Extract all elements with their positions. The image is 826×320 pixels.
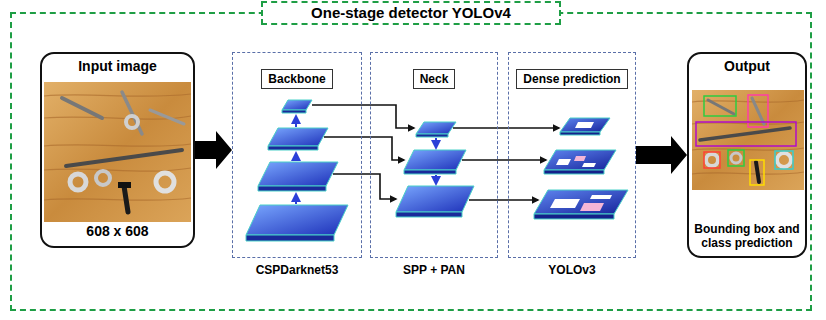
body-text: CSPDarknet53 xyxy=(256,263,339,278)
heading-text: One-stage detector YOLOv4 xyxy=(261,1,561,25)
body-text: 608 x 608 xyxy=(86,223,148,240)
feature-map-side xyxy=(282,110,306,113)
prediction-cells xyxy=(550,122,612,211)
prediction-cell xyxy=(590,195,612,199)
feature-map xyxy=(404,150,466,170)
route-arrow xyxy=(312,105,414,128)
detection-box xyxy=(728,150,744,166)
stage-panel: BackboneCSPDarknet53 xyxy=(232,52,362,258)
prediction-map xyxy=(544,150,616,170)
flow-arrow xyxy=(295,116,297,127)
feature-map-side xyxy=(416,134,448,137)
block-arrow xyxy=(636,136,687,174)
detection-box xyxy=(696,122,796,146)
prediction-layers xyxy=(534,118,628,219)
washer xyxy=(706,154,718,166)
feature-map-side xyxy=(246,235,334,241)
neck-layers xyxy=(396,122,474,217)
washer xyxy=(126,116,138,128)
feature-map xyxy=(268,128,328,146)
bolt xyxy=(124,186,128,212)
bolt xyxy=(756,162,759,182)
block-arrow xyxy=(195,131,232,169)
prediction-cell xyxy=(580,203,604,211)
route-arrow xyxy=(453,127,559,129)
detection-box xyxy=(704,152,720,168)
feature-map-side xyxy=(258,186,326,191)
heading-text: Neck xyxy=(413,69,456,89)
feature-map xyxy=(282,100,312,110)
route-arrow xyxy=(469,199,538,201)
feature-routing xyxy=(312,105,559,200)
route-arrow xyxy=(462,159,546,161)
body-text: Bounding box and class prediction xyxy=(693,222,801,250)
detection-box xyxy=(704,96,736,116)
prediction-map xyxy=(560,118,610,132)
washer xyxy=(70,174,86,190)
bolt-head xyxy=(118,182,131,188)
heading-text: Backbone xyxy=(261,69,332,89)
stage-panel: Dense predictionYOLOv3 xyxy=(508,52,636,258)
prediction-cell xyxy=(582,163,596,167)
feature-map xyxy=(246,205,348,235)
route-arrow xyxy=(333,174,396,199)
washer xyxy=(96,171,110,185)
feature-map-side xyxy=(268,146,318,150)
feature-map-side xyxy=(396,212,462,217)
screw xyxy=(700,128,790,140)
screw xyxy=(752,98,764,124)
screw xyxy=(122,92,142,134)
screw xyxy=(708,100,734,114)
prediction-map-side xyxy=(534,214,614,219)
flow-arrow xyxy=(435,138,437,148)
washer xyxy=(156,173,174,191)
backbone-layers xyxy=(246,100,348,241)
screw xyxy=(150,110,184,124)
input-photo xyxy=(44,82,191,222)
flow-arrow xyxy=(295,153,297,161)
body-text: YOLOv3 xyxy=(548,263,595,278)
heading-text: Output xyxy=(724,58,770,75)
prediction-map-side xyxy=(560,132,600,135)
route-arrow xyxy=(324,137,404,160)
feature-map-side xyxy=(404,170,456,174)
prediction-cell xyxy=(575,122,594,128)
backbone-flow xyxy=(295,116,297,204)
feature-map xyxy=(416,122,456,134)
feature-map xyxy=(258,162,338,186)
heading-text: Input image xyxy=(78,58,157,75)
screw xyxy=(62,98,102,118)
heading-text: Dense prediction xyxy=(516,69,627,89)
prediction-cell xyxy=(574,156,586,161)
flow-arrow xyxy=(295,194,297,204)
output-photo xyxy=(692,90,804,190)
detector-frame: One-stage detector YOLOv4Input image608 … xyxy=(10,12,812,311)
screw xyxy=(66,150,182,166)
stage-panel: NeckSPP + PAN xyxy=(370,52,498,258)
wood-ground xyxy=(692,90,804,190)
image-card: Input image 608 x 608 xyxy=(40,52,195,248)
prediction-map xyxy=(534,190,628,214)
prediction-cell xyxy=(550,199,580,208)
detection-box xyxy=(750,160,764,185)
wood-grain xyxy=(44,94,191,200)
detection-box xyxy=(775,151,793,169)
feature-map xyxy=(396,186,474,212)
image-card: OutputBounding box and class prediction xyxy=(687,52,807,258)
wood-ground xyxy=(44,82,191,222)
flow-arrow xyxy=(435,175,437,184)
prediction-cell xyxy=(556,159,571,165)
washer xyxy=(777,153,791,167)
prediction-map-side xyxy=(544,170,604,174)
body-text: SPP + PAN xyxy=(403,263,465,278)
washer xyxy=(731,153,741,163)
neck-flow xyxy=(435,138,437,184)
